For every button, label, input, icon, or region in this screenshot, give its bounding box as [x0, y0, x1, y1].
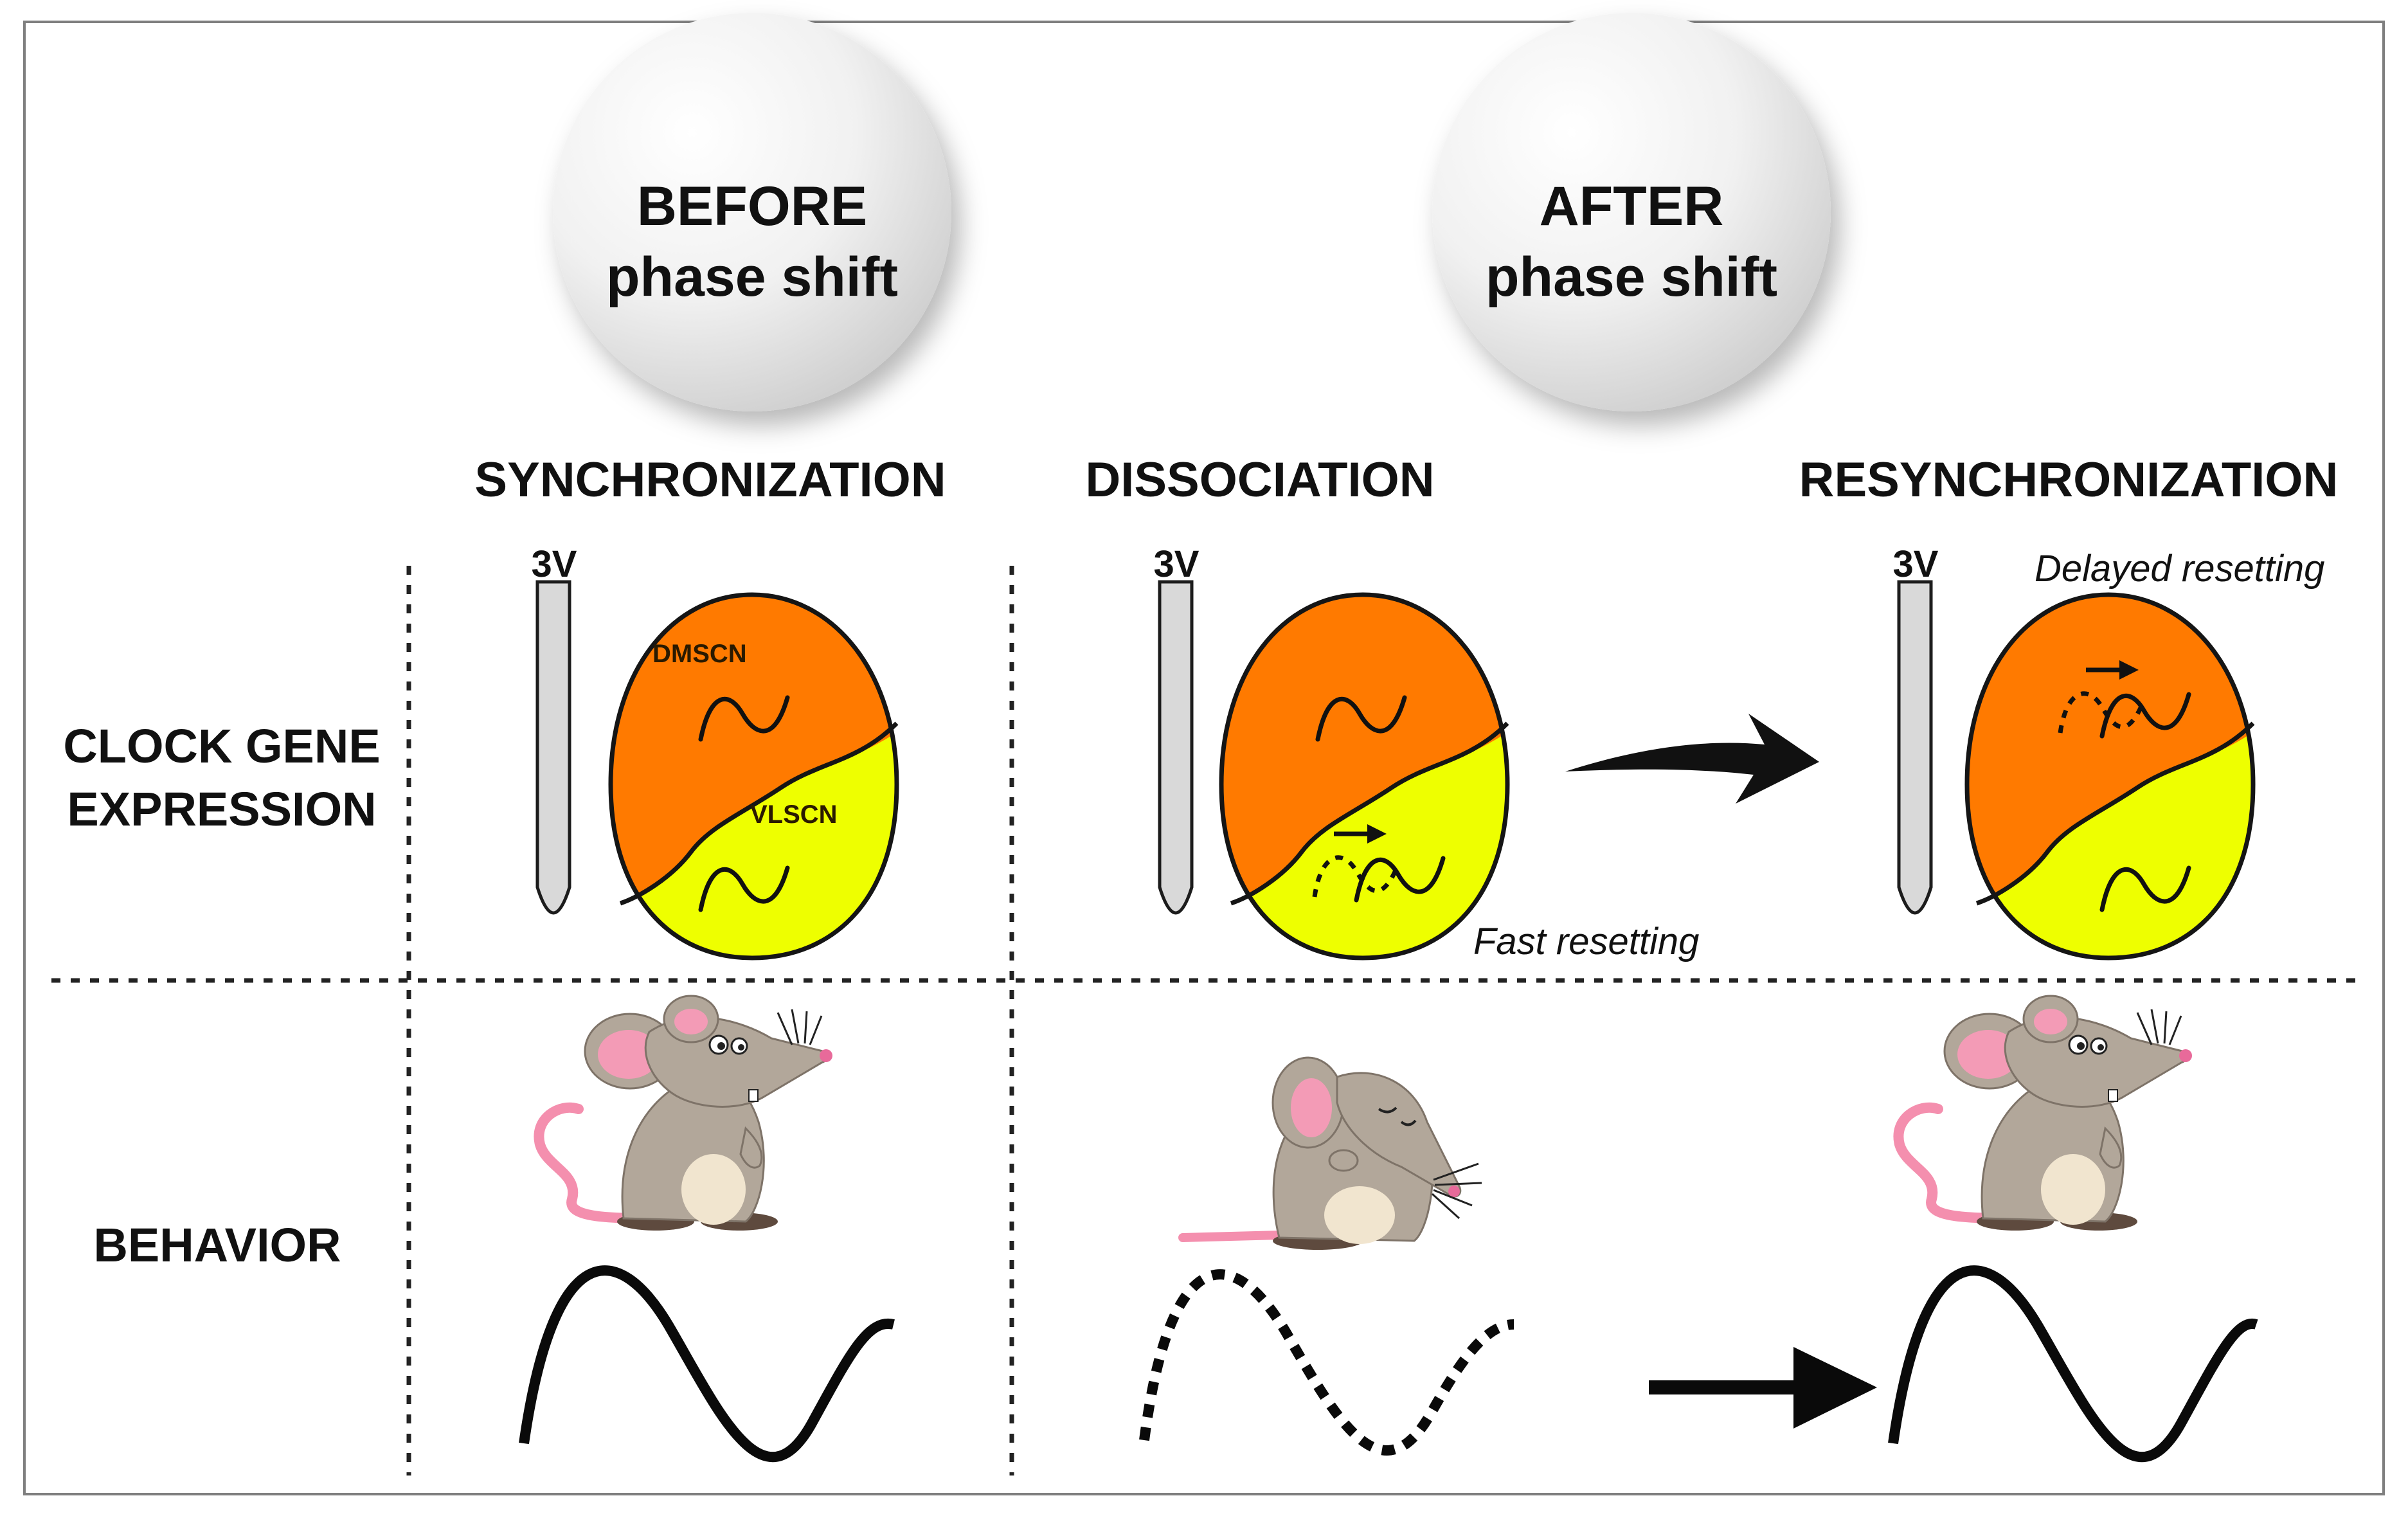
vlscn-label: VLSCN — [750, 800, 838, 829]
scn-egg: DMSCN VLSCN — [608, 592, 899, 961]
ventricle-label: 3V — [532, 543, 577, 585]
small-arrow-icon — [1334, 824, 1387, 844]
ventricle-pipette — [535, 580, 571, 915]
dmscn-wave-previous — [2058, 691, 2146, 734]
vlscn-wave-previous — [1312, 855, 1401, 898]
mouse-icon — [539, 996, 832, 1231]
dmscn-wave-shifted — [2099, 692, 2191, 739]
scn-panel-resynchronization: 3V Delayed resetting — [1893, 543, 2324, 961]
sleepy-mouse-icon — [1183, 1058, 1482, 1250]
ventricle-pipette — [1897, 580, 1933, 915]
after-circle — [1432, 13, 1831, 411]
scn-egg — [1964, 592, 2256, 961]
scn-panel-synchronization: 3V DMSCN VLSCN — [532, 543, 899, 961]
before-circle — [553, 13, 951, 411]
straight-arrow-icon — [1649, 1347, 1877, 1429]
behavior-wave-synchronized — [519, 1265, 895, 1463]
dmscn-region — [611, 595, 897, 903]
delayed-resetting-note: Delayed resetting — [2035, 548, 2324, 590]
scn-panel-dissociation: 3V Fast resetting — [1154, 543, 1700, 962]
row-label-clock-line1: CLOCK GENE — [63, 719, 380, 773]
figure-frame — [23, 21, 2385, 1495]
before-title-line2: phase shift — [606, 246, 898, 308]
row-label-behavior: BEHAVIOR — [93, 1218, 341, 1272]
vlscn-wave — [2099, 865, 2191, 912]
vlscn-wave — [698, 865, 790, 912]
vlscn-wave-shifted — [1354, 856, 1446, 903]
dmscn-label: DMSCN — [652, 640, 747, 668]
scn-egg — [1219, 592, 1510, 961]
ventricle-pipette — [1158, 580, 1194, 915]
stage-synchronization: SYNCHRONIZATION — [474, 453, 946, 507]
stage-dissociation: DISSOCIATION — [1085, 453, 1434, 507]
big-curved-arrow-icon — [1565, 714, 1819, 804]
fast-resetting-note: Fast resetting — [1473, 921, 1699, 962]
ventricle-label: 3V — [1893, 543, 1939, 585]
dmscn-wave — [1315, 695, 1407, 742]
after-title-line2: phase shift — [1486, 246, 1777, 308]
row-label-clock-line2: EXPRESSION — [67, 782, 376, 836]
before-title-line1: BEFORE — [637, 176, 867, 237]
behavior-wave-dissociated — [1139, 1269, 1514, 1456]
dmscn-wave — [698, 695, 790, 742]
small-arrow-icon — [2086, 660, 2139, 680]
after-title-line1: AFTER — [1540, 176, 1724, 237]
stage-resynchronization: RESYNCHRONIZATION — [1799, 453, 2339, 507]
behavior-wave-resynchronized — [1888, 1265, 2258, 1463]
ventricle-label: 3V — [1154, 543, 1200, 585]
mouse-icon — [1898, 996, 2192, 1231]
